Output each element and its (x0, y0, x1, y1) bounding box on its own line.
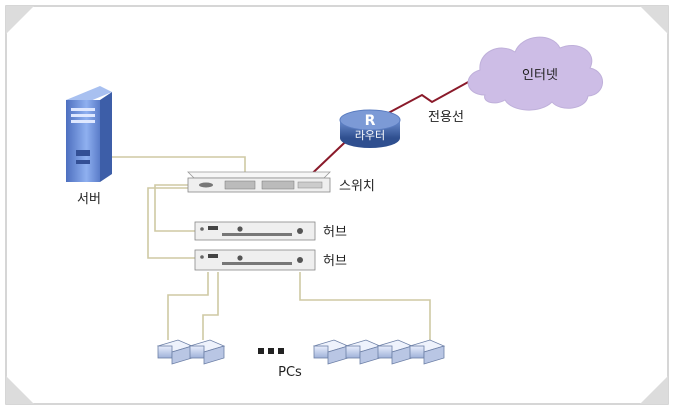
switch-device (187, 171, 331, 193)
pc-icon (156, 339, 194, 365)
pc-icon (408, 339, 446, 365)
cable-server-switch (112, 156, 246, 173)
leased-line-label: 전용선 (428, 110, 464, 125)
pcs-label: PCs (278, 365, 302, 380)
pc-group-right (312, 339, 446, 365)
pc-icon (188, 339, 226, 365)
hub-label-1: 허브 (323, 225, 347, 240)
hub-device-2 (194, 249, 316, 271)
cable-switch-hub1 (154, 184, 195, 232)
corner-fold-bottom-right (640, 376, 668, 404)
leased-line (299, 69, 491, 186)
pcs-ellipsis (258, 348, 284, 354)
cables (112, 156, 431, 340)
internet-cloud (467, 36, 603, 111)
pc-group-left (156, 339, 226, 365)
cable-switch-hub2 (147, 187, 195, 259)
router-label: 라우터 (355, 129, 385, 142)
corner-fold-top-left (6, 6, 34, 34)
cable-hub2-pcs-right (299, 272, 431, 340)
server-label: 서버 (77, 192, 101, 207)
corner-fold-top-right (640, 6, 668, 34)
pc-icon (312, 339, 350, 365)
corner-fold-bottom-left (6, 376, 34, 404)
hub-label-2: 허브 (323, 254, 347, 269)
internet-label: 인터넷 (522, 68, 558, 83)
pc-icon (376, 339, 414, 365)
router-letter: R (365, 113, 376, 129)
server (66, 86, 112, 182)
cable-hub2-pc2 (202, 272, 219, 340)
cable-hub2-pc1 (167, 272, 209, 340)
switch-label: 스위치 (339, 179, 375, 194)
router (339, 109, 401, 148)
hub-device-1 (194, 221, 316, 241)
